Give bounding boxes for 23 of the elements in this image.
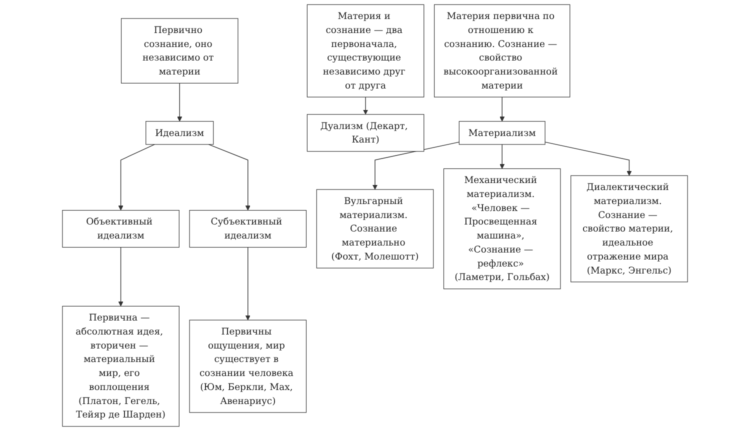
arrow [208, 144, 250, 211]
node-box: Первично сознание, оно независимо от материи [120, 18, 238, 84]
node-box: Объективный идеализм [62, 210, 180, 248]
arrow [500, 144, 505, 169]
node-box: Первична — абсолютная идея, вторичен — материальный мир, его воплощения (Платон, Гегель, Тейяр де Шарден) [62, 306, 180, 427]
node-box: Идеализм [146, 121, 214, 145]
node-box: Диалектический материализм. Сознание — свойство материи, идеальное отражение мира (Маркс, Энгельс) [570, 175, 688, 282]
arrow [544, 142, 632, 176]
arrow [372, 142, 460, 190]
node-box: Материя первична по отношению к сознанию. Сознание — свойство высокоорганизованной материи [434, 4, 570, 98]
node-box: Вульгарный материализм. Сознание материально (Фохт, Молешотт) [316, 189, 434, 268]
arrow [118, 246, 124, 306]
arrow [177, 82, 182, 122]
node-box: Материя и сознание — два первоначала, существующие независимо друг от друга [306, 4, 424, 98]
arrow [118, 144, 155, 211]
node-box: Первичны ощущения, мир существует в сознании человека (Юм, Беркли, Мах, Авенариус) [189, 320, 307, 413]
node-box: Механический материализм. «Человек — Просвещенная машина», «Сознание — рефлекс» (Ламетри, Гольбах) [443, 168, 561, 290]
arrow [363, 96, 368, 115]
arrow [245, 246, 250, 320]
node-box: Материализм [458, 121, 546, 145]
node-box: Субъективный идеализм [189, 210, 307, 248]
arrow [500, 96, 505, 122]
node-box: Дуализм (Декарт, Кант) [306, 114, 424, 152]
